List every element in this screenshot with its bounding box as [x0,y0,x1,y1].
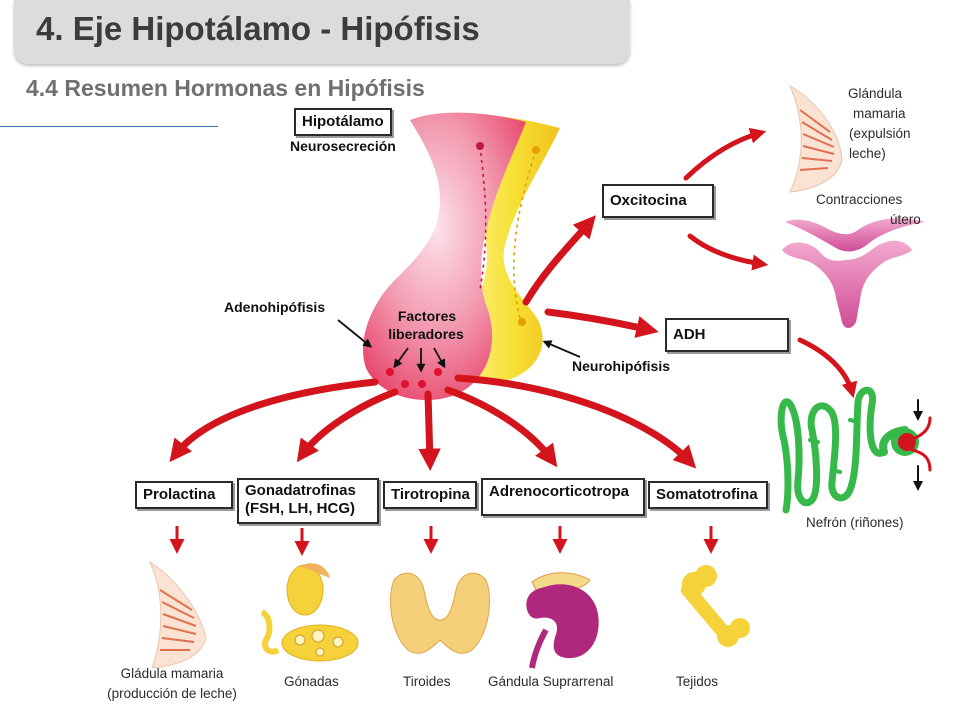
hipotalamo-box: Hipotálamo [294,108,392,136]
subtitle-rule [0,126,218,127]
adh-box: ADH [665,318,789,352]
neurohypophysis-pointer [542,340,581,358]
nephron-icon [777,386,932,514]
oxcitocina-box: Oxcitocina [602,184,714,218]
arrow-tirotropina [418,390,441,471]
gladula-label-2: (producción de leche) [107,686,237,701]
gonadotrofinas-line-1: Gonadatrofinas [245,482,356,499]
neurohipofisis-label: Neurohipófisis [572,358,671,374]
factores-label-2: liberadores [388,326,464,342]
prolactina-box: Prolactina [135,481,233,509]
arrow-nefron [797,337,858,399]
breast-bottom-icon [148,560,207,669]
arrow-somatotrofina [454,374,697,469]
bone-icon [680,565,750,647]
gonads-icon [260,563,359,662]
glandula-label-2: mamaria [853,106,906,121]
adenohypophysis-shape [363,112,540,401]
title-bar [14,0,630,64]
adenohipofisis-label: Adenohipófisis [224,299,326,315]
contracciones-label-1: Contracciones [816,192,903,207]
gladula-label-1: Gládula mamaria [120,666,224,681]
somatotrofina-box: Somatotrofina [648,481,768,509]
factores-label-1: Factores [397,308,457,324]
gonadas-label: Gónadas [284,674,339,689]
glandula-label-1: Glándula [848,86,903,101]
tiroides-label: Tiroides [403,674,451,689]
breast-icon [788,84,843,193]
arrow-adrenocorticotropa [444,386,558,468]
tejidos-label: Tejidos [676,674,719,689]
page-subtitle: 4.4 Resumen Hormonas en Hipófisis [26,75,425,101]
adrenocorticotropa-box: Adrenocorticotropa [481,478,645,516]
gonadotrofinas-line-2: (FSH, LH, HCG) [245,500,355,517]
neurosecrecion-label: Neurosecreción [290,138,396,154]
glandula-label-3: (expulsión [849,126,911,141]
arrow-gonadotrofinas [296,388,399,463]
arrow-utero [687,233,769,271]
tirotropina-box: Tirotropina [383,481,477,509]
uterus-icon [782,218,925,328]
arrow-oxcitocina [522,215,596,306]
gonadotrofinas-box: Gonadatrofinas (FSH, LH, HCG) [237,478,379,524]
arrow-adh [544,308,659,338]
adenohypophysis-pointer [337,319,373,348]
suprarrenal-label: Gándula Suprarrenal [488,674,614,689]
thyroid-icon [390,572,490,654]
nefron-label: Nefrón (riñones) [806,515,904,530]
glandula-label-4: leche) [849,146,886,161]
arrow-prolactina [169,378,379,463]
contracciones-label-2: útero [890,212,921,227]
arrow-glandula [683,127,767,181]
page-title: 4. Eje Hipotálamo - Hipófisis [36,10,480,47]
adrenal-kidney-icon [526,572,599,669]
